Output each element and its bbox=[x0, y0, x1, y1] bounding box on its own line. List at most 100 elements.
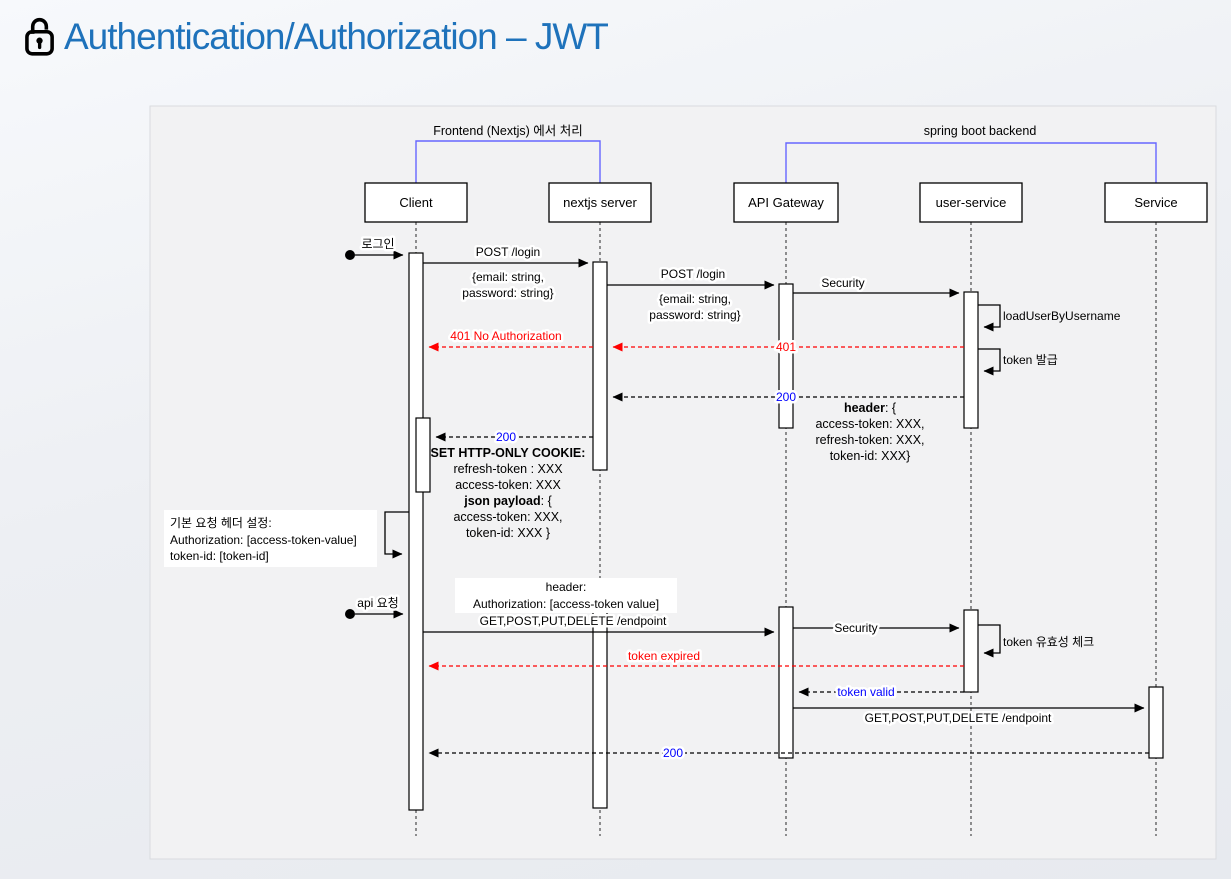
set-cookie-line-3: json payload: { bbox=[463, 494, 552, 508]
post-login-gateway-label: POST /login bbox=[661, 267, 725, 281]
request-header-block: header: Authorization: [access-token val… bbox=[455, 578, 677, 613]
actor-api-gateway-box bbox=[733, 182, 839, 223]
actor-service-box bbox=[1104, 182, 1208, 223]
actor-nextjs-server-box bbox=[548, 182, 652, 223]
backend-group-label: spring boot backend bbox=[924, 124, 1037, 138]
post-login-gateway-body-2: password: string} bbox=[649, 308, 740, 322]
frontend-group-label: Frontend (Nextjs) 에서 처리 bbox=[433, 124, 583, 138]
post-login-client-body-2: password: string} bbox=[462, 286, 553, 300]
message-api-trigger: api 요청 bbox=[345, 594, 404, 619]
message-token-validity-check: token 유효성 체크 bbox=[978, 624, 1094, 658]
message-get-endpoint-to-gateway: GET,POST,PUT,DELETE /endpoint bbox=[423, 612, 775, 637]
set-cookie-json-bold: json payload bbox=[463, 494, 540, 508]
set-cookie-json-rest: : { bbox=[541, 494, 552, 508]
actor-user-service: user-service bbox=[919, 182, 1023, 223]
start-dot-api bbox=[345, 609, 355, 619]
activations bbox=[408, 252, 1164, 811]
actor-client: Client bbox=[364, 182, 468, 223]
lock-icon bbox=[25, 17, 54, 56]
message-token-issue: token 발급 bbox=[978, 348, 1058, 376]
token-header-line-3: token-id: XXX} bbox=[830, 449, 911, 463]
set-cookie-block: SET HTTP-ONLY COOKIE: refresh-token : XX… bbox=[431, 446, 586, 540]
message-status-200-to-client: 200 bbox=[435, 428, 593, 447]
group-frontend: Frontend (Nextjs) 에서 처리 bbox=[415, 124, 601, 183]
set-cookie-line-2: access-token: XXX bbox=[455, 478, 561, 492]
activation-gateway-login bbox=[778, 283, 794, 429]
set-cookie-title: SET HTTP-ONLY COOKIE: bbox=[431, 446, 586, 460]
actor-api-gateway-label: API Gateway bbox=[748, 195, 824, 210]
default-header-setup-box bbox=[164, 510, 377, 567]
actor-user-service-label: user-service bbox=[936, 195, 1007, 210]
set-cookie-line-4: access-token: XXX, bbox=[453, 510, 562, 524]
token-header-title: header: { bbox=[844, 401, 896, 415]
default-header-setup-line-2: Authorization: [access-token-value] bbox=[170, 533, 357, 547]
page-title: Authentication/Authorization – JWT bbox=[64, 16, 609, 57]
message-token-valid: token valid bbox=[798, 683, 964, 702]
token-header-block: header: { access-token: XXX, refresh-tok… bbox=[815, 401, 924, 463]
token-valid-label: token valid bbox=[837, 685, 894, 699]
security-api-label: Security bbox=[834, 621, 877, 635]
page-header: Authentication/Authorization – JWT bbox=[22, 16, 609, 58]
token-header-rest: : { bbox=[885, 401, 896, 415]
actor-service-label: Service bbox=[1134, 195, 1177, 210]
activation-userservice-login bbox=[963, 291, 979, 429]
request-header-line-1: header: bbox=[546, 580, 587, 594]
group-backend: spring boot backend bbox=[785, 124, 1157, 183]
token-header-bold: header bbox=[844, 401, 885, 415]
default-header-setup-line-1: 기본 요청 헤더 설정: bbox=[170, 516, 272, 530]
actor-client-box bbox=[364, 182, 468, 223]
diagram-panel bbox=[149, 105, 1217, 860]
activation-nextjs-api bbox=[592, 607, 608, 809]
token-header-line-1: access-token: XXX, bbox=[815, 417, 924, 431]
actor-client-label: Client bbox=[399, 195, 433, 210]
api-trigger-label: api 요청 bbox=[357, 596, 398, 610]
message-default-header-setup: 기본 요청 헤더 설정: Authorization: [access-toke… bbox=[164, 510, 409, 567]
message-get-endpoint-to-service: GET,POST,PUT,DELETE /endpoint bbox=[793, 703, 1145, 728]
post-login-client-label: POST /login bbox=[476, 245, 540, 259]
activation-service bbox=[1148, 686, 1164, 759]
frontend-bracket-line bbox=[415, 140, 601, 183]
status-401-no-auth-label: 401 No Authorization bbox=[450, 329, 561, 343]
activation-nextjs-login bbox=[592, 261, 608, 471]
activation-client-nested bbox=[415, 417, 431, 493]
token-issue-loop bbox=[978, 348, 1001, 376]
activation-gateway-api bbox=[778, 606, 794, 759]
set-cookie-line-1: refresh-token : XXX bbox=[453, 462, 563, 476]
message-status-401-no-authorization: 401 No Authorization bbox=[428, 327, 593, 352]
message-token-expired: token expired bbox=[428, 647, 964, 671]
status-200-client-label: 200 bbox=[496, 430, 516, 444]
activation-client-main bbox=[408, 252, 424, 811]
message-security-login: Security bbox=[793, 274, 960, 298]
token-header-line-2: refresh-token: XXX, bbox=[815, 433, 924, 447]
message-post-login-gateway: POST /login {email: string, password: st… bbox=[607, 265, 775, 325]
load-user-label: loadUserByUsername bbox=[1003, 309, 1121, 323]
token-issue-label: token 발급 bbox=[1003, 353, 1058, 367]
status-200-nextjs-label: 200 bbox=[776, 390, 796, 404]
message-login-trigger: 로그인 bbox=[345, 235, 404, 260]
token-expired-label: token expired bbox=[628, 649, 700, 663]
token-validity-label: token 유효성 체크 bbox=[1003, 635, 1094, 649]
message-post-login-client: POST /login {email: string, password: st… bbox=[423, 243, 589, 303]
actor-nextjs-server: nextjs server bbox=[548, 182, 652, 223]
backend-bracket-line bbox=[785, 142, 1157, 183]
message-security-api: Security bbox=[793, 619, 960, 638]
default-header-setup-line-3: token-id: [token-id] bbox=[170, 549, 269, 563]
set-cookie-line-5: token-id: XXX } bbox=[466, 526, 550, 540]
post-login-gateway-body-1: {email: string, bbox=[659, 292, 731, 306]
token-validity-loop bbox=[978, 624, 1001, 658]
message-load-user-by-username: loadUserByUsername bbox=[978, 304, 1121, 332]
post-login-client-body-1: {email: string, bbox=[472, 270, 544, 284]
get-endpoint-gateway-label: GET,POST,PUT,DELETE /endpoint bbox=[480, 614, 667, 628]
message-status-200-final: 200 bbox=[428, 744, 1149, 763]
actor-user-service-box bbox=[919, 182, 1023, 223]
status-401-label: 401 bbox=[776, 340, 796, 354]
default-header-setup-loop bbox=[384, 511, 409, 559]
status-200-final-label: 200 bbox=[663, 746, 683, 760]
security-login-label: Security bbox=[821, 276, 864, 290]
actor-nextjs-server-label: nextjs server bbox=[563, 195, 637, 210]
actor-service: Service bbox=[1104, 182, 1208, 223]
load-user-loop bbox=[978, 304, 1001, 332]
request-header-box bbox=[455, 578, 677, 613]
activation-userservice-api bbox=[963, 609, 979, 693]
